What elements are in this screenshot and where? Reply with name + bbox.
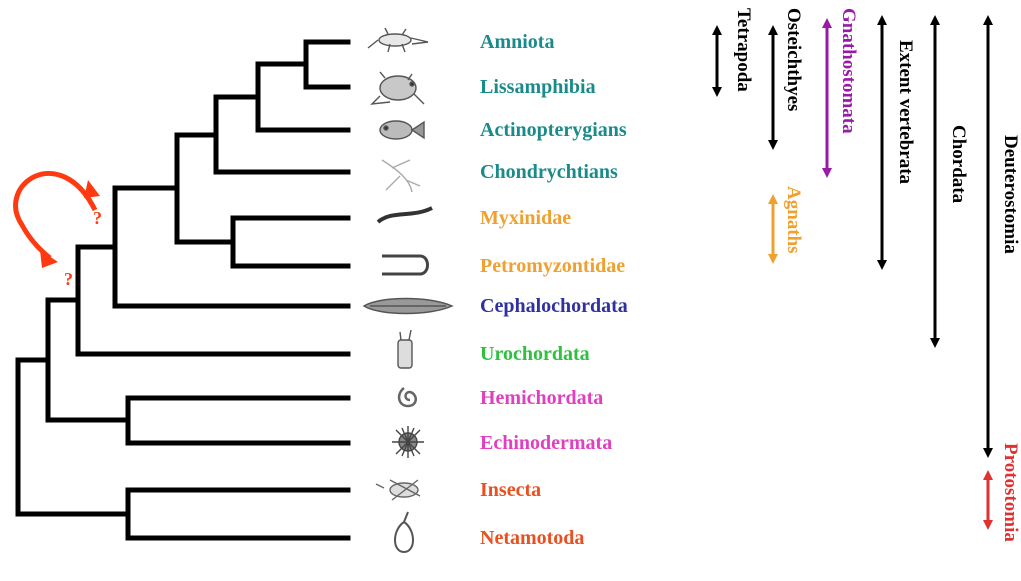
arrow-up-icon — [983, 15, 993, 25]
clade-bar: Extent vertebrata — [877, 15, 916, 270]
arrowhead-icon — [84, 180, 100, 198]
taxon-label: Myxinidae — [480, 207, 571, 229]
taxon-label: Insecta — [480, 479, 541, 501]
arrow-down-icon — [712, 87, 722, 97]
arrow-down-icon — [983, 520, 993, 530]
question-mark-upper: ? — [93, 208, 102, 228]
arrow-up-icon — [712, 25, 722, 35]
arrow-down-icon — [822, 168, 832, 178]
lamprey-icon — [382, 256, 428, 274]
shark-icon — [382, 160, 420, 192]
clade-label: Osteichthyes — [783, 8, 804, 111]
clade-markers: Tetrapoda Osteichthyes GnathostomataAgnath… — [712, 8, 1021, 542]
clade-label: Chordata — [948, 125, 969, 204]
taxon-label: Actinopterygians — [480, 119, 627, 141]
arrow-down-icon — [877, 260, 887, 270]
tunicate-icon — [398, 330, 412, 368]
taxon-label: Urochordata — [480, 343, 590, 365]
taxon-label: Echinodermata — [480, 432, 612, 454]
rearrangement-annotation: ? ? — [16, 173, 102, 289]
arrow-up-icon — [877, 15, 887, 25]
taxon-labels: AmniotaLissamphibiaActinopterygiansChond… — [480, 31, 628, 549]
question-mark-lower: ? — [64, 269, 73, 289]
clade-label: Agnaths — [783, 186, 804, 254]
arrow-up-icon — [768, 25, 778, 35]
clade-bar: Deuterostomia — [983, 15, 1021, 458]
hagfish-icon — [378, 208, 432, 222]
arrow-up-icon — [768, 194, 778, 204]
arrow-down-icon — [983, 448, 993, 458]
arrow-down-icon — [768, 254, 778, 264]
arrow-up-icon — [822, 18, 832, 28]
clade-label: Gnathostomata — [838, 8, 859, 134]
arrow-up-icon — [983, 470, 993, 480]
taxon-label: Cephalochordata — [480, 295, 628, 317]
lancelet-icon — [364, 299, 452, 314]
clade-bar: Tetrapoda — [712, 8, 754, 97]
taxon-label: Amniota — [480, 31, 554, 53]
arrow-down-icon — [930, 338, 940, 348]
arrowhead-icon — [40, 250, 58, 268]
clade-label: Extent vertebrata — [895, 40, 916, 185]
clade-label: Protostomia — [1000, 443, 1021, 542]
phylogenetic-tree — [18, 42, 348, 538]
fish-icon — [380, 121, 424, 139]
clade-bar: Gnathostomata — [822, 8, 859, 178]
clade-bar: Chordata — [930, 15, 969, 348]
taxon-label: Hemichordata — [480, 387, 603, 409]
clade-label: Tetrapoda — [733, 8, 754, 92]
taxon-label: Netamotoda — [480, 527, 584, 549]
acorn-worm-icon — [399, 388, 416, 406]
insect-icon — [376, 480, 420, 500]
clade-bar: Osteichthyes — [768, 8, 804, 150]
arrow-up-icon — [930, 15, 940, 25]
taxon-label: Lissamphibia — [480, 76, 596, 98]
arrow-down-icon — [768, 140, 778, 150]
nematode-icon — [395, 512, 413, 552]
taxon-label: Chondrychtians — [480, 161, 618, 183]
frog-icon — [372, 72, 424, 104]
taxon-label: Petromyzontidae — [480, 255, 625, 277]
lizard-icon — [368, 28, 428, 52]
sea-urchin-icon — [392, 426, 424, 458]
clade-bar: Protostomia — [983, 443, 1021, 542]
clade-bar: Agnaths — [768, 186, 804, 264]
clade-label: Deuterostomia — [1000, 135, 1021, 254]
